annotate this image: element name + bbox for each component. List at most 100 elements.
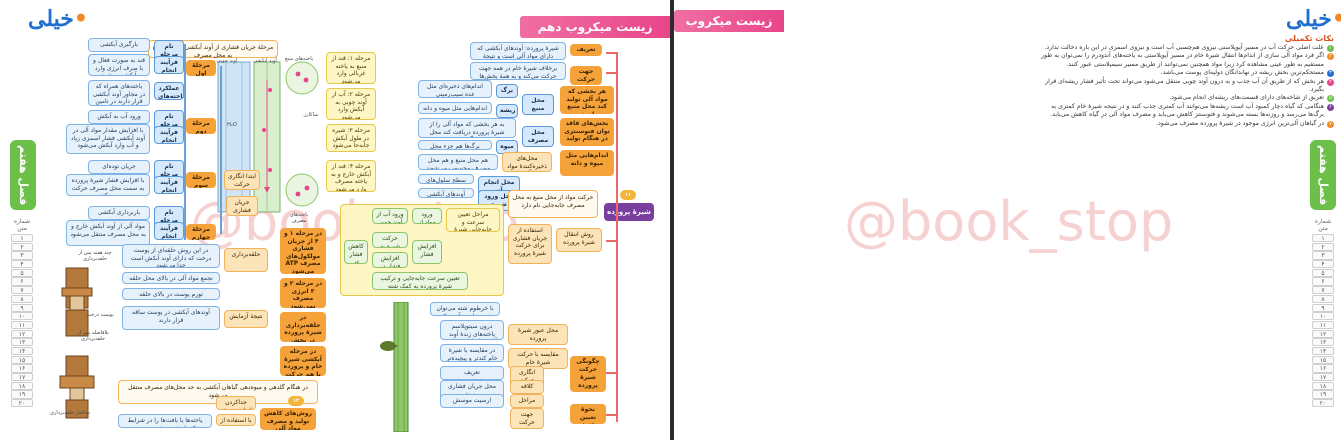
note-number-badge: ۶ xyxy=(1327,103,1334,111)
sink-cell-label: یاخته‌های مصرف xyxy=(289,212,309,224)
diagram-note-2: مرحله ۲: آب از آوند چوبی به آبکش وارد می… xyxy=(326,88,376,120)
phloem-flow-diagram xyxy=(217,61,319,213)
brand-logo: خیلی• xyxy=(28,6,88,32)
note-number-badge: ۱ xyxy=(1327,45,1334,52)
method-2[interactable]: کلافه xyxy=(510,380,544,394)
stage-1-label[interactable]: مرحلهٔ اول xyxy=(186,60,216,76)
ring-experiment-label[interactable]: حلقه‌برداری xyxy=(224,248,268,272)
line-number: ۱۳ xyxy=(11,338,33,347)
source-orange-box: هر بخشی که مواد آلی تولید کند محل منبع ا… xyxy=(560,86,614,114)
method-text-1: تعریف xyxy=(440,366,504,380)
step-4: حرکت شیره به سمت مصرف xyxy=(372,232,408,248)
sucrose-label: ساکارز xyxy=(303,112,319,118)
orange-note-a: در مرحله ۱ و ۴ از جریان فشاری مولکول‌های… xyxy=(280,228,326,274)
line-number: ۱۲ xyxy=(11,329,33,338)
orange-note-b: در مرحله ۲ و ۳ انرژی مصرف نمی‌شود xyxy=(280,278,326,308)
direction-determine-label[interactable]: نحوهٔ تعیین جهت حرکت xyxy=(570,404,606,424)
root-node[interactable]: ریشه xyxy=(496,104,518,118)
connector xyxy=(220,66,222,234)
phloem-text: آوندهای آبکشی xyxy=(418,188,474,198)
connector xyxy=(606,372,616,374)
line-number: ۱ xyxy=(11,234,33,243)
note-text: هنگامی که گیاه دچار کمبود آب است ریشه‌ها… xyxy=(1050,102,1324,119)
bottom-item-1[interactable]: جداکردن اندام مصرف xyxy=(216,396,256,410)
leaf-node[interactable]: برگ xyxy=(496,84,518,98)
note-number-badge: ۷ xyxy=(1327,120,1334,128)
source-label[interactable]: محل منبع xyxy=(522,94,554,115)
line-number: ۲۰ xyxy=(1312,399,1334,408)
bottom-item-2[interactable]: با استفاده از روش‌های مختلف xyxy=(216,414,256,426)
line-number: ۱۹ xyxy=(11,390,33,399)
line-number: ۱۵ xyxy=(1312,355,1334,364)
line-number: ۱۴ xyxy=(1312,346,1334,356)
stage-1-process: قند به صورت فعال و با صرف انرژی وارد آبک… xyxy=(88,54,150,76)
storage-organs-label[interactable]: محل‌های ذخیره‌کنندهٔ مواد آلی xyxy=(502,152,552,172)
direction-determine-text[interactable]: جهت حرکت xyxy=(510,408,544,429)
xylem-label: آوند چوبی xyxy=(216,58,238,64)
bottom-text: یاخته‌ها یا بافت‌ها را در شرایط کنترل شد… xyxy=(118,414,212,428)
stage-3-process: با افزایش فشار شیرهٔ پرورده به سمت محل م… xyxy=(66,174,150,196)
pressure-flow-box[interactable]: جریان فشاری xyxy=(226,196,258,216)
line-number: ۱۲ xyxy=(1312,329,1334,338)
line-number: ۱۸ xyxy=(11,381,33,390)
line-number: ۱۱ xyxy=(1312,320,1334,330)
orange-note-c: در حلقه‌برداری شیرهٔ پرورده در بخش بالای… xyxy=(280,312,326,342)
orange-note-d: در مرحله آبکشی شیرهٔ خام و پرورده با هم … xyxy=(280,346,326,376)
definition-text: شیرهٔ پرورده: آوندهای آبکشی که دارای موا… xyxy=(470,42,566,60)
line-number: ۱۵ xyxy=(11,355,33,364)
step-2: ورود آب از آوند چوبی xyxy=(372,208,408,224)
tree-caption-3: بلافاصله پس از حلقه‌برداری xyxy=(77,330,109,342)
notes-header: نکات تکمیلی xyxy=(1284,34,1334,43)
method-3[interactable]: مراحل xyxy=(510,394,544,408)
line-number: ۱۹ xyxy=(1312,390,1334,399)
stage-3-label[interactable]: مرحلهٔ سوم xyxy=(186,172,216,188)
aphid-label: با خرطوم شته می‌توان شیره را جمع‌آوری کر… xyxy=(430,302,500,316)
fruit-text: برگ‌ها هم جزء محل مصرف هستند xyxy=(418,140,492,150)
direction-label[interactable]: جهت حرکت xyxy=(570,66,602,85)
note-number-badge: ۵ xyxy=(1327,95,1334,103)
step-3: افزایش فشار xyxy=(412,240,442,264)
line-number: ۱۴ xyxy=(11,346,33,356)
bottom-label[interactable]: روش‌های کاهش تولید و مصرف مواد آلی xyxy=(260,408,316,430)
line-number: ۹ xyxy=(11,303,33,312)
source-cell-label: یاخته‌های منبع xyxy=(284,56,314,62)
step-1: ورود مواد از منبع به آبکش xyxy=(412,208,442,224)
aphid-stem-illustration xyxy=(380,302,409,432)
sink-label[interactable]: محل مصرف xyxy=(522,126,554,147)
line-number: ۴ xyxy=(1312,260,1334,269)
section-tab[interactable]: فصل هفتم xyxy=(10,140,36,210)
line-number: ۲۰ xyxy=(11,399,33,408)
line-number: ۱۰ xyxy=(1312,312,1334,321)
passage-label[interactable]: محل عبور شیرهٔ پرورده xyxy=(508,324,568,345)
phloem-label: آوند آبکشی xyxy=(253,58,277,64)
stage-1-companion-label: عملکرد یاخته‌های همراه xyxy=(154,82,184,100)
mass-flow-label[interactable]: روش انتقال شیرهٔ پرورده xyxy=(556,228,602,252)
tree-caption-2: پوست درخت xyxy=(86,312,114,318)
section-tab[interactable]: فصل هفتم xyxy=(1310,140,1336,210)
stage-2-label[interactable]: مرحلهٔ دوم xyxy=(186,118,216,134)
compare-text: در مقایسه با شیرهٔ خام کندتر و پیچیده‌تر… xyxy=(440,344,504,362)
stage-4-label[interactable]: مرحلهٔ چهارم xyxy=(186,224,216,240)
line-number: ۱۶ xyxy=(11,364,33,373)
method-label[interactable]: چگونگی حرکت شیرهٔ پرورده xyxy=(570,356,606,392)
definition-label[interactable]: تعریف xyxy=(570,44,602,56)
connector xyxy=(606,52,616,54)
stage-1-companion: یاخته‌های همراه که در مجاور آوند آبکشی ق… xyxy=(88,80,150,106)
step-5: افزایش فشار در آوند آبکش xyxy=(372,252,408,268)
line-number: ۲ xyxy=(11,242,33,251)
main-node-phloem-sap[interactable]: شیرهٔ پرورده xyxy=(604,203,654,221)
note-text: علت اصلی حرکت آب در مسیر آپوپلاستی نیروی… xyxy=(1044,44,1324,51)
line-number: ۱۶ xyxy=(1312,364,1334,373)
line-number-header: شماره متن xyxy=(13,218,31,232)
pressure-title[interactable]: ابتدا انگاری حرکت xyxy=(224,170,260,190)
method-text-3: ارسیت موسش xyxy=(440,394,504,408)
line-number: ۸ xyxy=(1312,294,1334,303)
result-label[interactable]: نتیجهٔ آزمایش xyxy=(224,310,268,328)
note-text: اگر فرد مواد آلی سازی از اندام‌ها انتقال… xyxy=(1041,52,1324,68)
